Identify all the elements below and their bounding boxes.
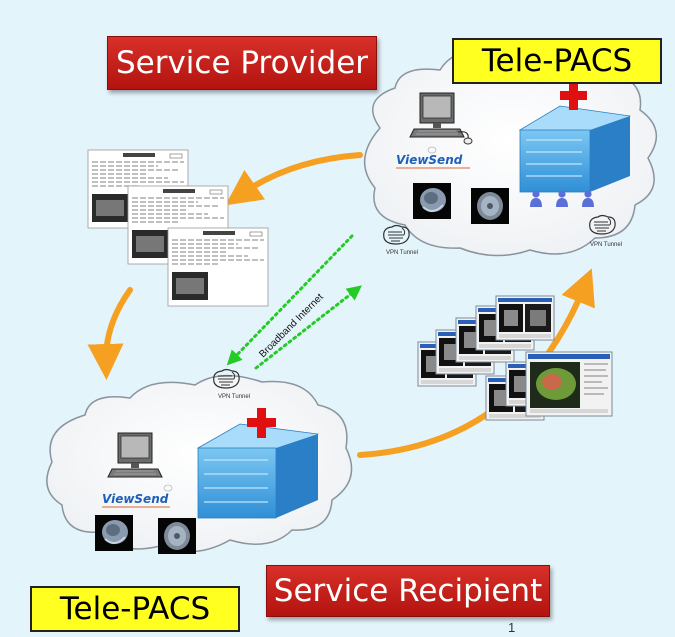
medical-image-icon	[412, 182, 452, 220]
broadband-link-lower	[226, 234, 354, 366]
service-recipient-label: Service Recipient	[266, 565, 550, 617]
medical-image-icon	[94, 514, 134, 552]
vpn-tunnel-label: VPN Tunnel	[386, 250, 418, 256]
tele-pacs-label-bottom: Tele-PACS	[30, 586, 240, 632]
broadband-link-upper	[254, 285, 362, 370]
red-cross-icon	[247, 408, 276, 438]
viewer-screenshot-icon	[495, 295, 555, 341]
svg-text:ViewSend: ViewSend	[396, 153, 463, 167]
red-cross-icon	[560, 82, 587, 110]
report-document-icon	[167, 227, 269, 307]
vpn-tunnel-label: VPN Tunnel	[218, 394, 250, 400]
arrow-provider-to-reports	[225, 152, 363, 206]
viewer-screenshot-icon	[525, 351, 613, 417]
vpn-tunnel-label: VPN Tunnel	[590, 242, 622, 248]
medical-image-icon	[158, 518, 196, 554]
hospital-icon	[196, 423, 319, 519]
viewsend-logo: ViewSend	[102, 484, 173, 508]
vpn-tunnel-icon	[383, 224, 410, 245]
medical-image-icon	[471, 188, 509, 224]
tele-pacs-label-top: Tele-PACS	[452, 38, 662, 84]
arrow-reports-to-recipient	[87, 287, 133, 380]
service-provider-label: Service Provider	[107, 36, 377, 90]
svg-text:ViewSend: ViewSend	[102, 492, 169, 506]
viewsend-logo: ViewSend	[396, 146, 470, 169]
page-number: 1	[508, 620, 516, 635]
hospital-icon	[518, 105, 631, 193]
